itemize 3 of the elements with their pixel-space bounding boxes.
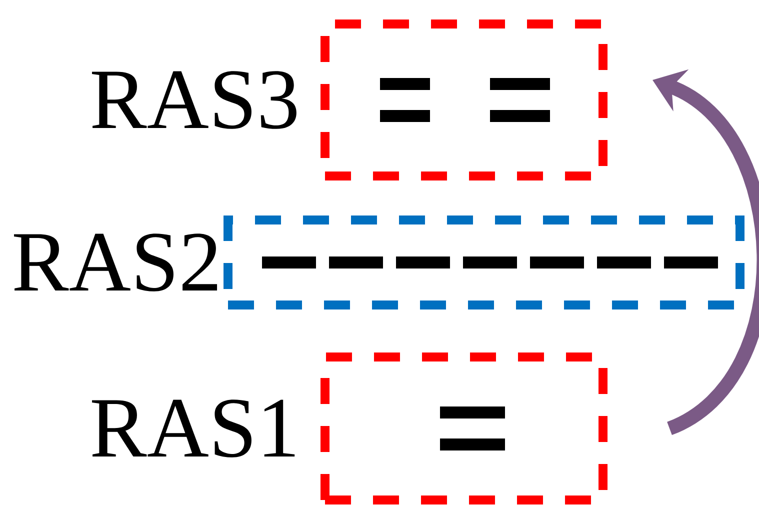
row-label: RAS3 bbox=[92, 71, 296, 129]
row-label: RAS1 bbox=[92, 400, 295, 458]
row-label: RAS2 bbox=[14, 234, 218, 292]
